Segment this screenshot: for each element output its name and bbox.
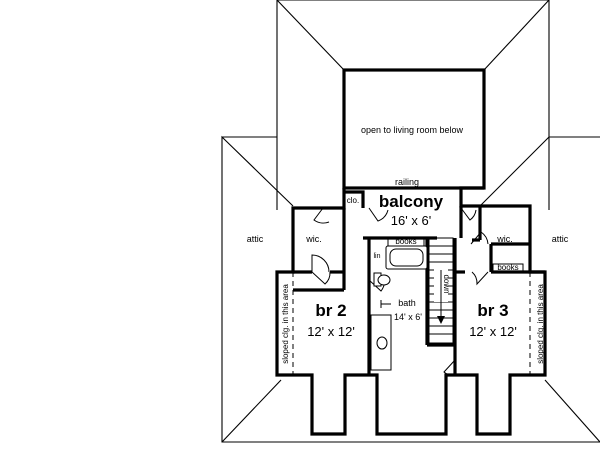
br3-size: 12' x 12' [469,324,517,339]
balcony-size: 16' x 6' [391,213,431,228]
railing-label: railing [395,177,419,187]
attic-left-label: attic [247,234,264,244]
stair-direction-label: down [442,274,451,293]
sink [376,336,388,350]
bath-label: bath [398,298,416,308]
books-shelf-right [492,263,524,273]
wic-left-label: wic. [305,234,322,244]
open-to-below-label: open to living room below [361,125,464,135]
wic-right-label: wic. [496,234,513,244]
sloped-ceiling-right-label: sloped clg. in this area [536,284,545,364]
books-top-label: books [395,237,416,246]
roof-outline [221,0,600,443]
closet-label: clo. [347,196,359,205]
linen-label: lin [373,253,380,260]
sloped-ceiling-left-label: sloped clg. in this area [281,284,290,364]
bath-fixtures [370,245,428,371]
bath-size: 14' x 6' [394,312,422,322]
attic-right-label: attic [552,234,569,244]
br2-label: br 2 [315,301,346,320]
books-right-label: books [497,263,518,272]
stair [428,237,454,344]
books-shelf-top [387,237,425,247]
br2-size: 12' x 12' [307,324,355,339]
br3-label: br 3 [477,301,508,320]
balcony-label: balcony [379,192,444,211]
